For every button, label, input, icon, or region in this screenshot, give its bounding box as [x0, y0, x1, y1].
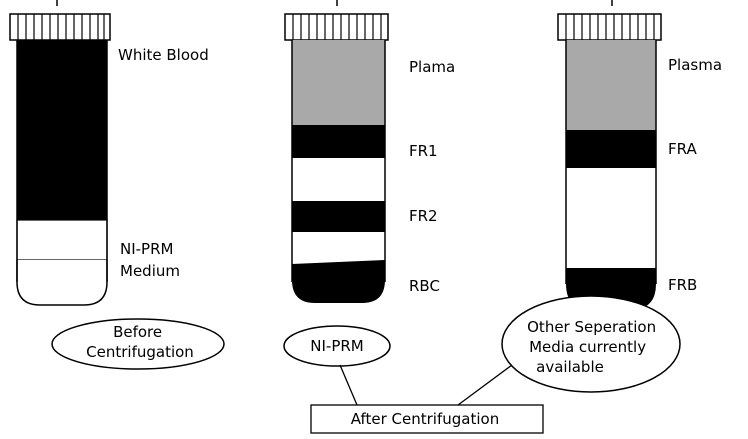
tube-1	[10, 14, 110, 305]
tube-2-rbc-layer	[292, 260, 385, 303]
tube-3-cap	[558, 14, 661, 40]
label-ni-prm-medium-line1: NI-PRM	[120, 240, 173, 258]
label-ni-prm-medium-line2: Medium	[120, 262, 180, 280]
tube-2-cap	[285, 14, 388, 40]
label-fr1: FR1	[409, 142, 438, 160]
tube-3	[558, 14, 661, 310]
before-centrifugation-line1: Before	[113, 323, 162, 341]
label-ni-prm-medium: NI-PRM Medium	[120, 240, 180, 280]
label-plasma: Plasma	[668, 56, 722, 74]
label-fr2: FR2	[409, 207, 438, 225]
label-rbc: RBC	[409, 277, 440, 295]
other-media-line1: Other Seperation	[527, 318, 656, 336]
tube-3-gap	[566, 168, 656, 268]
tube-1-bottom	[17, 260, 107, 305]
tube-2-plasma-layer	[292, 40, 385, 125]
tube-3-plasma-layer	[566, 40, 656, 130]
label-white-blood: White Blood	[118, 46, 209, 64]
tube-2-gap1	[292, 158, 385, 201]
tube-3-fra-layer	[566, 130, 656, 168]
tube-2	[285, 14, 388, 303]
other-media-line2: Media currently	[529, 338, 646, 356]
ni-prm-label: NI-PRM	[310, 337, 363, 355]
tube-1-white-blood-layer	[17, 40, 107, 220]
tube-1-medium-layer	[17, 220, 107, 260]
tube-1-cap	[10, 14, 110, 40]
after-centrifugation-label: After Centrifugation	[351, 410, 499, 428]
label-plama: Plama	[409, 58, 455, 76]
tube-2-fr1-layer	[292, 125, 385, 158]
before-centrifugation-line2: Centrifugation	[86, 343, 194, 361]
other-media-line3: available	[536, 358, 604, 376]
tube-2-fr2-layer	[292, 201, 385, 232]
connector-left	[340, 365, 357, 405]
label-frb: FRB	[668, 276, 697, 294]
connector-right	[458, 365, 512, 405]
label-fra: FRA	[668, 140, 697, 158]
tube-2-gap2	[292, 232, 385, 260]
